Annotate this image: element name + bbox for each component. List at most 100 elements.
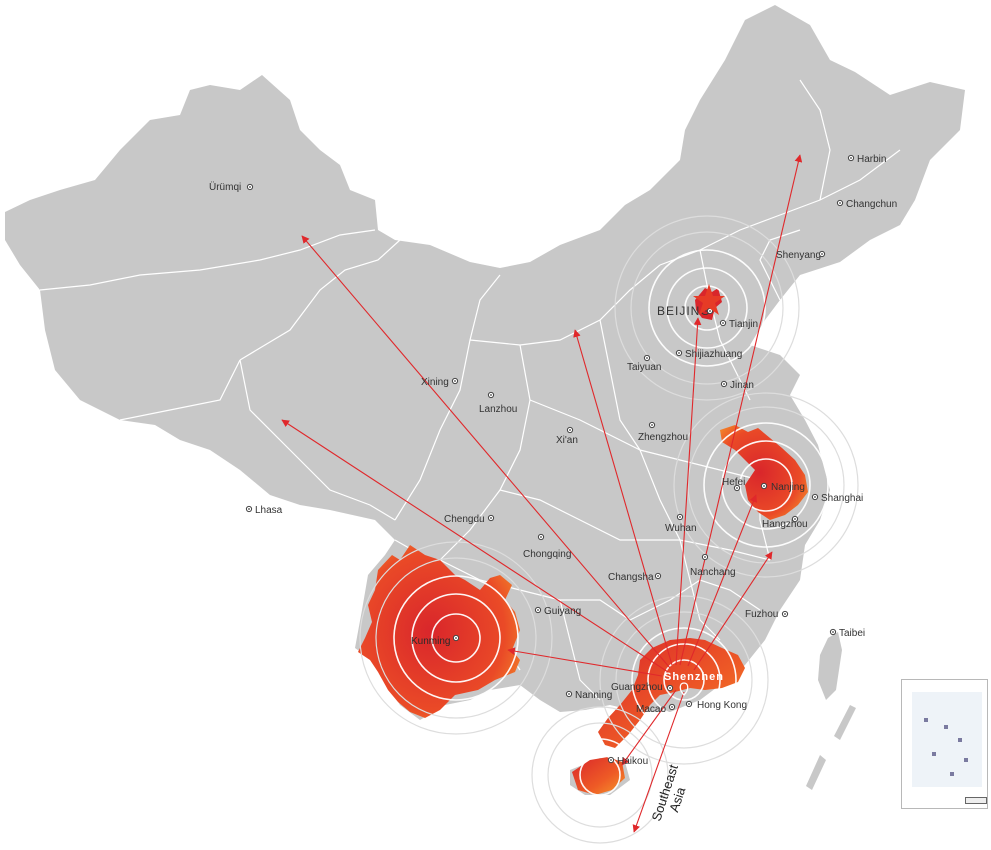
heat-guangdong [598,638,745,748]
svg-text:Tianjin: Tianjin [729,319,758,330]
capital-star-icon [693,284,725,315]
city-hangzhou: Hangzhou [762,515,808,530]
svg-text:Haikou: Haikou [617,756,648,767]
city-kunming: Kunming [411,634,460,647]
arrow-to-north [573,329,673,666]
svg-text:Changsha: Changsha [608,572,654,583]
svg-text:Changchun: Changchun [846,199,897,210]
arrow-to-northeast [679,154,803,666]
range-rings-haikou [531,706,669,844]
city-xining: Xining [421,377,459,388]
arrow-to-nanjing [687,494,758,667]
city-urumqi: Ürümqi [209,181,254,193]
arrow-to-kunming [507,647,663,677]
svg-text:Jinan: Jinan [730,380,754,391]
city-shijiazhuang: Shijiazhuang [675,349,742,360]
svg-text:Lhasa: Lhasa [255,505,283,516]
city-nanjing: Nanjing [760,482,805,493]
svg-text:Hefei: Hefei [722,477,745,488]
svg-text:Hong Kong: Hong Kong [697,700,747,711]
svg-text:Fuzhou: Fuzhou [745,609,778,620]
inset-island [924,718,928,722]
city-markers: Ürümqi Harbin Changchun Shenyang BEIJING… [209,154,897,767]
city-chongqing: Chongqing [523,533,571,560]
city-zhengzhou: Zhengzhou [638,421,688,443]
svg-text:Chengdu: Chengdu [444,514,485,525]
china-landmass [5,5,965,720]
city-guangzhou: Guangzhou [611,682,674,693]
city-harbin: Harbin [847,154,886,165]
svg-text:Lanzhou: Lanzhou [479,404,517,415]
hub-shenzhen: Shenzhen [664,671,724,696]
range-rings-kunming [359,541,553,735]
svg-text:Wuhan: Wuhan [665,523,697,534]
inset-island [944,725,948,729]
city-lhasa: Lhasa [245,505,283,516]
city-xian: Xi'an [556,426,578,446]
svg-text:Shenzhen: Shenzhen [664,671,724,683]
arrow-to-northwest [301,235,671,669]
svg-text:Nanjing: Nanjing [771,482,805,493]
svg-text:Guiyang: Guiyang [544,606,581,617]
svg-text:Nanning: Nanning [575,690,612,701]
city-hefei: Hefei [722,477,745,492]
city-nanning: Nanning [565,690,612,701]
svg-text:Hangzhou: Hangzhou [762,519,808,530]
svg-text:Xi'an: Xi'an [556,435,578,446]
svg-text:Shenyang: Shenyang [776,250,821,261]
south-china-sea-inset [901,679,988,809]
city-shanghai: Shanghai [811,493,863,504]
svg-text:Ürümqi: Ürümqi [209,181,241,193]
svg-text:Chongqing: Chongqing [523,549,571,560]
svg-text:Taiyuan: Taiyuan [627,362,661,373]
svg-text:Xining: Xining [421,377,449,388]
range-rings-shenzhen [599,595,769,765]
arrow-to-hainan [621,689,677,766]
city-taibei: Taibei [829,628,865,639]
inset-island [932,752,936,756]
svg-text:Kunming: Kunming [411,636,450,647]
taiwan-island [818,632,842,700]
hub-pin-icon [679,682,689,696]
svg-text:Macao: Macao [636,704,666,715]
range-rings-beijing [614,215,800,401]
svg-text:Taibei: Taibei [839,628,865,639]
svg-text:Shijiazhuang: Shijiazhuang [685,349,742,360]
city-beijing: BEIJING [657,304,714,318]
city-chengdu: Chengdu [444,514,495,525]
svg-text:Zhengzhou: Zhengzhou [638,432,688,443]
arrow-to-fujian [693,551,773,671]
svg-text:Nanchang: Nanchang [690,567,736,578]
arrow-to-southeast-asia [632,691,685,833]
inset-island [958,738,962,742]
range-rings-nanjing [673,392,859,578]
city-hongkong: Hong Kong [685,700,747,711]
inset-scale-bar [965,797,987,804]
svg-text:Shanghai: Shanghai [821,493,863,504]
heat-hainan [572,757,625,795]
city-wuhan: Wuhan [665,513,697,534]
inset-island [950,772,954,776]
city-haikou: Haikou [607,756,648,767]
svg-text:BEIJING: BEIJING [657,304,711,318]
svg-text:Guangzhou: Guangzhou [611,682,663,693]
city-guiyang: Guiyang [534,606,581,617]
arrow-to-beijing [675,317,702,666]
city-changsha: Changsha [608,572,662,583]
city-fuzhou: Fuzhou [745,609,789,620]
city-taiyuan: Taiyuan [627,354,661,373]
route-arrows [281,154,803,833]
city-tianjin: Tianjin [719,319,758,330]
arrow-to-tibet [281,419,669,673]
city-changchun: Changchun [836,199,897,210]
nine-dash-line [806,705,856,790]
inset-island [964,758,968,762]
city-shenyang: Shenyang [776,250,826,261]
city-macao: Macao [636,703,676,715]
city-jinan: Jinan [720,380,754,391]
city-nanchang: Nanchang [690,553,736,578]
svg-text:Harbin: Harbin [857,154,886,165]
inset-sea [912,692,982,787]
city-lanzhou: Lanzhou [479,391,517,415]
